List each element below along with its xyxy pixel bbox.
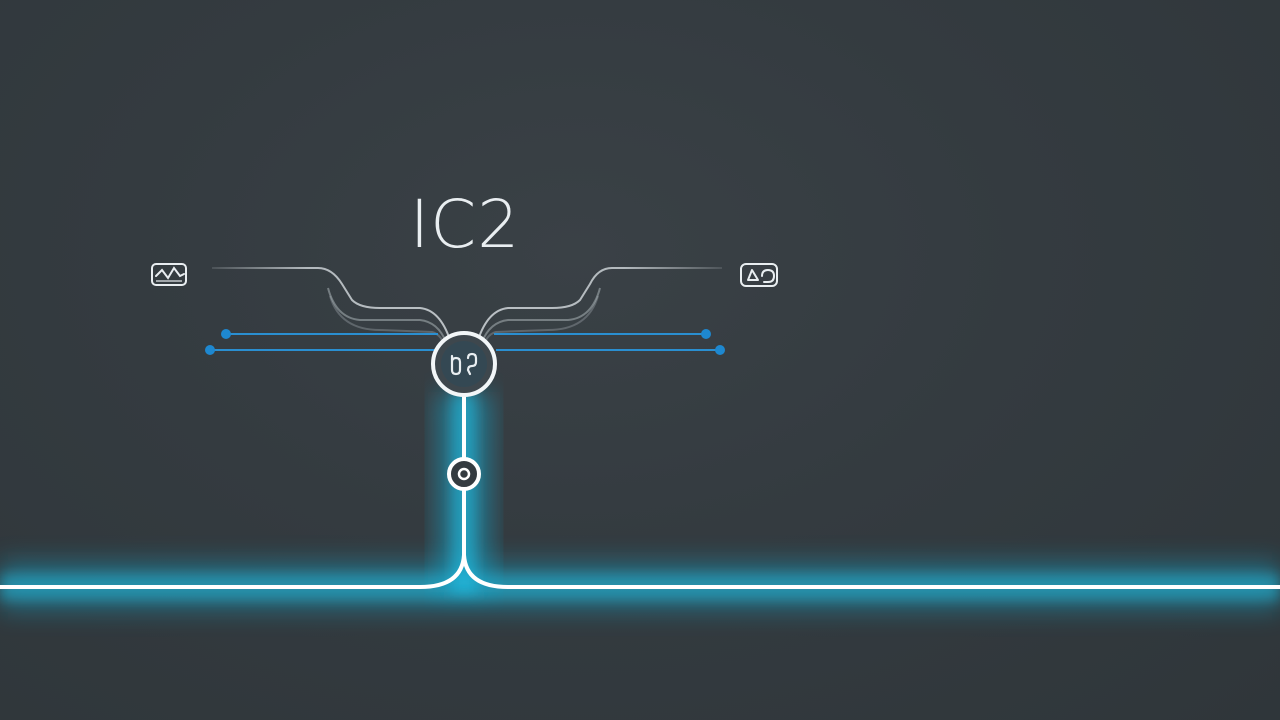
signal-node-right-upper [701, 329, 711, 339]
hub-link-icon [450, 352, 478, 376]
diagram-title: IC2 [409, 186, 521, 263]
signal-node-right-lower [715, 345, 725, 355]
hub-node [431, 331, 497, 397]
main-bus-line [0, 394, 1280, 589]
waveform-chip-icon [151, 263, 187, 286]
signal-node-left-lower [205, 345, 215, 355]
left-connectors [212, 267, 451, 345]
signal-lines [210, 333, 720, 351]
junction-node [447, 457, 481, 491]
signal-nodes [205, 329, 725, 355]
bus-glow [0, 392, 1280, 612]
signal-node-left-upper [221, 329, 231, 339]
link-chip-icon [740, 263, 778, 287]
right-connectors [477, 267, 722, 345]
